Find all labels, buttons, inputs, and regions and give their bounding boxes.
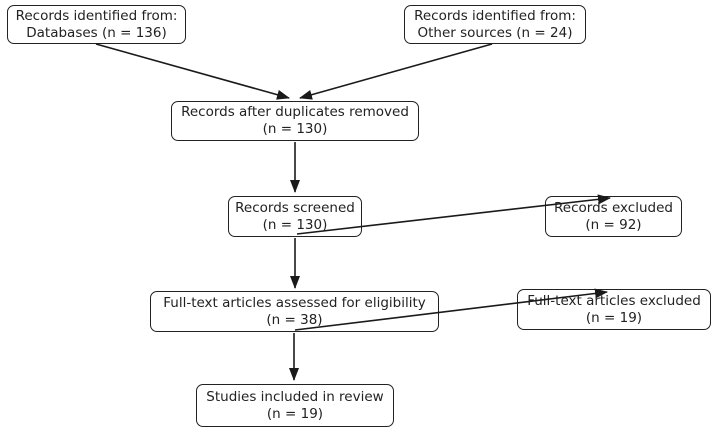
arrow-databases-to-duplicates bbox=[95, 43, 290, 100]
node-count: (n = 19) bbox=[585, 309, 643, 326]
node-label: Records after duplicates removed bbox=[181, 104, 409, 120]
node-label: Full-text articles excluded bbox=[527, 292, 701, 309]
node-fulltext-articles-excluded: Full-text articles excluded (n = 19) bbox=[517, 289, 711, 330]
node-records-identified-databases: Records identified from: Databases (n = … bbox=[7, 5, 186, 44]
node-label: Full-text articles assessed for eligibil… bbox=[163, 294, 426, 311]
node-label: Records identified from: bbox=[15, 7, 178, 24]
arrow-other-sources-to-duplicates bbox=[299, 43, 493, 100]
node-count: (n = 92) bbox=[585, 216, 642, 233]
node-records-identified-other-sources: Records identified from: Other sources (… bbox=[404, 5, 586, 44]
node-count: (n = 130) bbox=[262, 216, 328, 233]
node-fulltext-articles-assessed: Full-text articles assessed for eligibil… bbox=[150, 291, 439, 332]
node-count: (n = 38) bbox=[266, 311, 323, 328]
node-label: Records excluded bbox=[554, 199, 673, 216]
node-label: Studies included in review bbox=[206, 388, 384, 405]
node-records-screened: Records screened (n = 130) bbox=[228, 196, 362, 237]
node-count: Other sources (n = 24) bbox=[417, 24, 573, 41]
node-count: (n = 130) bbox=[262, 121, 328, 137]
node-count: Databases (n = 136) bbox=[26, 24, 167, 41]
node-records-excluded: Records excluded (n = 92) bbox=[545, 196, 682, 237]
node-label: Records screened bbox=[235, 199, 355, 216]
node-studies-included-in-review: Studies included in review (n = 19) bbox=[196, 384, 394, 427]
node-label: Records identified from: bbox=[414, 7, 576, 24]
node-count: (n = 19) bbox=[266, 405, 324, 422]
node-records-after-duplicates-removed: Records after duplicates removed (n = 13… bbox=[171, 101, 419, 141]
